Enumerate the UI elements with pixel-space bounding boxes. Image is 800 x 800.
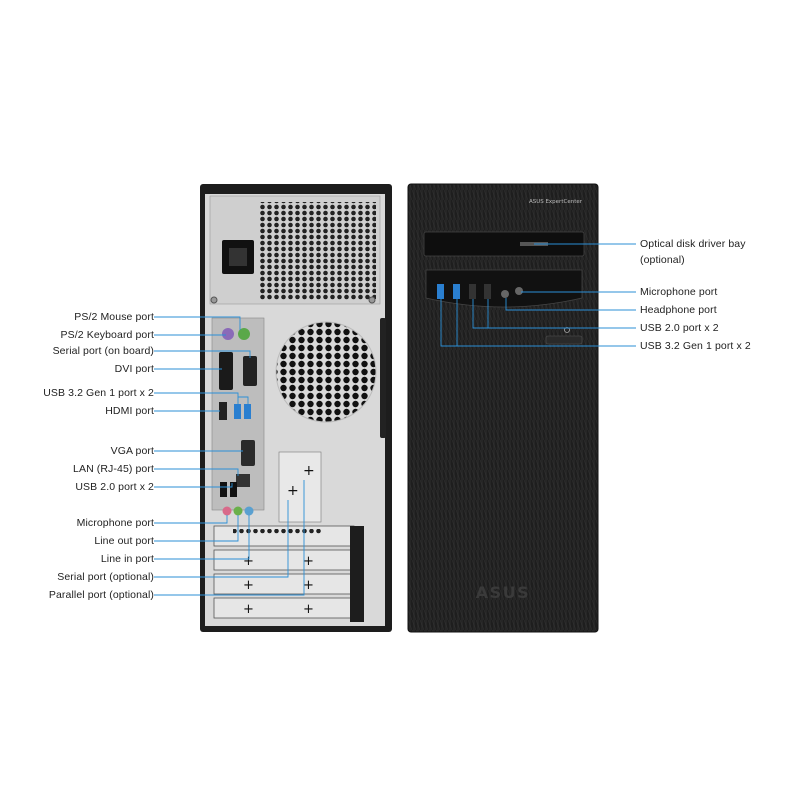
label-vga: VGA port (110, 445, 154, 457)
label-optical-bay: Optical disk driver bay (640, 238, 746, 250)
front-mic-icon (515, 287, 523, 295)
label-parallel-optional: Parallel port (optional) (48, 589, 154, 601)
label-usb2-front: USB 2.0 port x 2 (640, 322, 719, 334)
label-optical-optional: (optional) (640, 254, 685, 266)
line-out-jack-icon (233, 506, 243, 516)
vga-icon (241, 440, 255, 466)
svg-text:+: + (303, 578, 314, 593)
svg-text:+: + (243, 554, 254, 569)
front-case (407, 183, 599, 633)
front-port-panel (425, 269, 583, 308)
psu-vent (260, 202, 376, 300)
lan-icon (236, 474, 250, 487)
rear-case: + + + + + + + + (200, 184, 392, 632)
rear-callout-lines (154, 316, 305, 596)
label-usb2-rear: USB 2.0 port x 2 (75, 481, 154, 493)
label-usb3-front: USB 3.2 Gen 1 port x 2 (640, 340, 751, 352)
power-icon (564, 327, 570, 333)
asus-logo: ASUS (476, 583, 530, 602)
line-in-jack-icon (244, 506, 254, 516)
svg-text:+: + (303, 602, 314, 617)
serial-onboard-icon (243, 356, 257, 386)
svg-text:+: + (303, 463, 315, 479)
usb3-icon (234, 404, 241, 419)
front-callout-lines (440, 243, 636, 347)
label-headphone-front: Headphone port (640, 304, 717, 316)
label-mic-front: Microphone port (640, 286, 718, 298)
label-usb3-rear: USB 3.2 Gen 1 port x 2 (43, 387, 154, 399)
front-usb2-icon (469, 284, 476, 299)
label-mic-rear: Microphone port (76, 517, 154, 529)
svg-text:+: + (287, 483, 299, 499)
mic-jack-icon (222, 506, 232, 516)
expansion-slots: + + + + + + (213, 525, 364, 622)
rear-fan-vent (276, 322, 376, 422)
hdmi-icon (219, 402, 227, 420)
label-ps2-mouse: PS/2 Mouse port (74, 311, 154, 323)
front-headphone-icon (501, 290, 509, 298)
svg-text:+: + (243, 602, 254, 617)
label-ps2-keyboard: PS/2 Keyboard port (60, 329, 154, 341)
dvi-icon (219, 352, 233, 390)
ps2-mouse-icon (222, 328, 234, 340)
label-dvi: DVI port (114, 363, 154, 375)
label-serial-onboard: Serial port (on board) (52, 345, 154, 357)
model-name-text: ASUS ExpertCenter (529, 199, 583, 205)
label-serial-optional: Serial port (optional) (57, 571, 154, 583)
svg-text:+: + (303, 554, 314, 569)
label-lan: LAN (RJ-45) port (73, 463, 154, 475)
label-hdmi: HDMI port (105, 405, 154, 417)
front-usb3-icon (437, 284, 444, 299)
power-button (545, 335, 583, 345)
ps2-keyboard-icon (238, 328, 250, 340)
svg-text:+: + (243, 578, 254, 593)
label-line-in: Line in port (100, 553, 154, 565)
label-line-out: Line out port (94, 535, 154, 547)
usb2-icon (220, 482, 227, 497)
